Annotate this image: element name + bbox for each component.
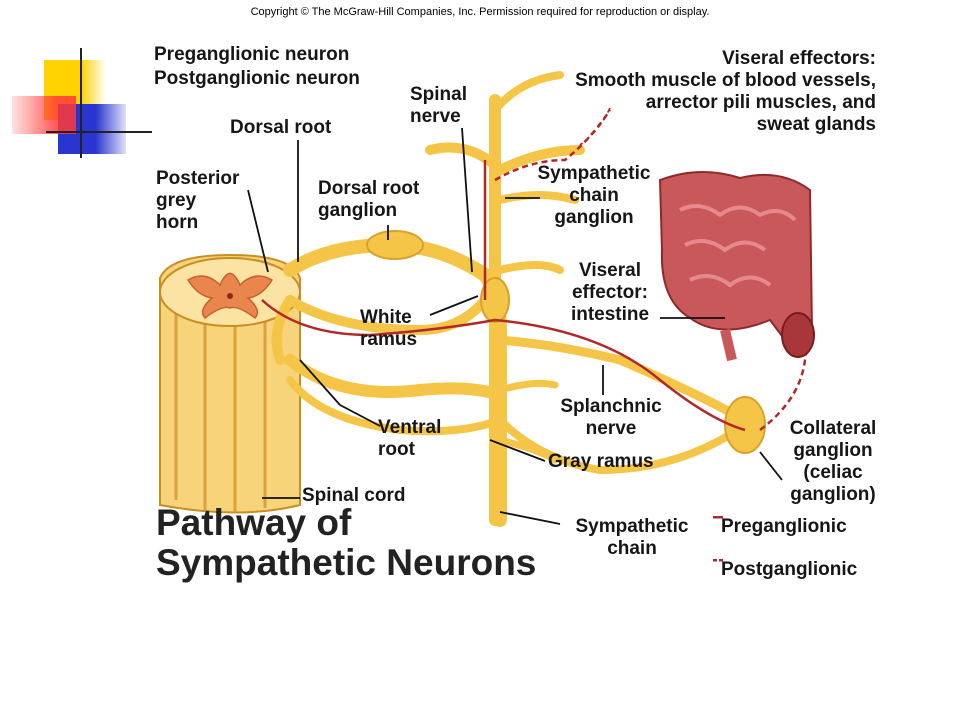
label-sympathetic-chain-ganglion: Sympathetic chain ganglion xyxy=(537,163,651,228)
label-dorsal-root: Dorsal root xyxy=(230,117,332,138)
preganglionic-line-swatch xyxy=(713,516,723,519)
diagram-title: Pathway of Sympathetic Neurons xyxy=(156,502,537,583)
label-spinal-cord: Spinal cord xyxy=(302,485,406,506)
legend-preganglionic: Preganglionic xyxy=(713,516,893,540)
label-white-ramus: White ramus xyxy=(360,307,418,350)
label-postganglionic-neuron: Postganglionic neuron xyxy=(154,68,360,89)
postganglionic-line-swatch xyxy=(713,559,723,562)
nerve-bundles xyxy=(271,71,766,527)
label-viseral-effector-intestine: Viseral effector: intestine xyxy=(570,260,650,325)
label-gray-ramus: Gray ramus xyxy=(548,451,654,472)
label-sympathetic-chain: Sympathetic chain xyxy=(575,516,689,559)
label-preganglionic-neuron: Preganglionic neuron xyxy=(154,44,350,65)
label-posterior-grey-horn: Posterior grey horn xyxy=(156,168,240,233)
label-viseral-effectors: Viseral effectors: Smooth muscle of bloo… xyxy=(575,48,876,135)
label-dorsal-root-ganglion: Dorsal root ganglion xyxy=(318,178,420,221)
copyright-notice: Copyright © The McGraw-Hill Companies, I… xyxy=(250,6,710,18)
label-collateral-ganglion: Collateral ganglion (celiac ganglion) xyxy=(789,418,877,505)
legend-postganglionic: Postganglionic xyxy=(713,559,893,583)
legend-preganglionic-label: Preganglionic xyxy=(721,516,847,537)
label-splanchnic-nerve: Splanchnic nerve xyxy=(560,396,662,439)
leader-lines xyxy=(247,107,783,525)
intestine-illustration xyxy=(658,171,815,362)
label-spinal-nerve: Spinal nerve xyxy=(410,84,468,127)
legend-postganglionic-label: Postganglionic xyxy=(721,559,858,580)
spinal-cord-illustration xyxy=(159,253,301,514)
preganglionic-path xyxy=(261,299,746,432)
label-ventral-root: Ventral root xyxy=(378,417,442,460)
